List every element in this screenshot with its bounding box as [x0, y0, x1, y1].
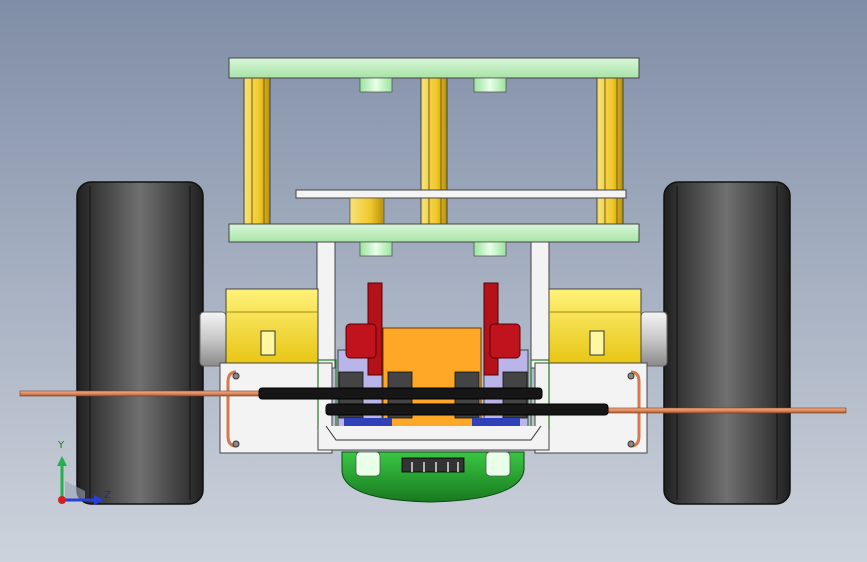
copper-axle-left[interactable] [19, 390, 261, 397]
black-rod-lower[interactable] [325, 403, 609, 416]
black-rod-upper[interactable] [258, 387, 543, 400]
caster-pcb[interactable] [341, 451, 525, 503]
left-motor[interactable] [225, 288, 319, 364]
bottom-plate[interactable] [228, 223, 640, 243]
standoff-left [243, 77, 271, 225]
axis-triad-graphic [57, 456, 104, 505]
chassis-support-right [530, 241, 550, 369]
right-wheel-hub [640, 311, 668, 367]
chassis-support-left [316, 241, 336, 369]
bottom-plate-stub [473, 241, 507, 257]
axis-z-label: Z [104, 490, 111, 501]
copper-axle-right[interactable] [605, 407, 847, 414]
screw [232, 440, 240, 448]
mid-crossbar [295, 189, 627, 199]
red-bracket-left [345, 282, 383, 376]
mid-cylinder [349, 197, 385, 225]
blue-strip [472, 418, 520, 428]
axis-y-label: Y [58, 440, 65, 451]
top-plate[interactable] [228, 57, 640, 79]
copper-bend-left [226, 370, 237, 448]
screw [627, 440, 635, 448]
top-plate-stub [359, 77, 393, 93]
standoff-center [420, 77, 448, 225]
bottom-plate-stub [359, 241, 393, 257]
blue-strip [344, 418, 392, 428]
standoff-right [596, 77, 624, 225]
axis-triad: Y Z [40, 436, 120, 516]
screw [232, 372, 240, 380]
red-bracket-right [483, 282, 521, 376]
top-plate-stub [473, 77, 507, 93]
right-motor[interactable] [548, 288, 642, 364]
right-wheel[interactable] [663, 181, 791, 505]
screw [627, 372, 635, 380]
left-wheel-hub [199, 311, 227, 367]
